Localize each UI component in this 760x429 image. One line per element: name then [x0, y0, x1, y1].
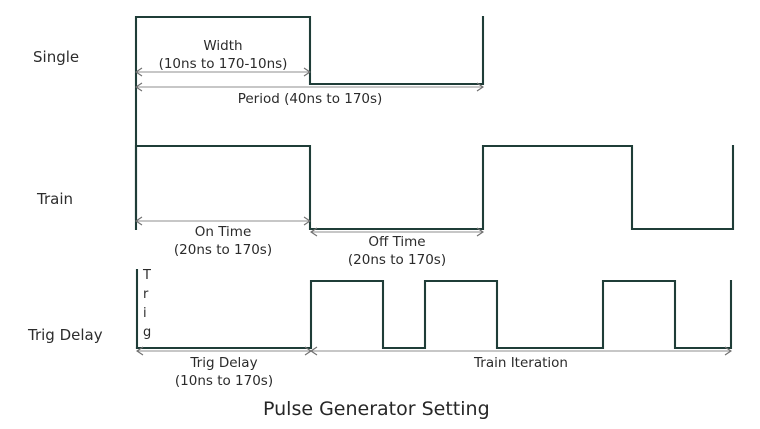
dim-trig-delay-line1: Trig Delay	[190, 355, 258, 371]
dim-on-time-line1: On Time	[194, 224, 252, 240]
trig-delay-waveform	[135, 268, 733, 350]
single-period-dimension	[135, 82, 484, 92]
trig-marker-letter-i: i	[143, 306, 147, 321]
dim-off-time-line2: (20ns to 170s)	[347, 252, 447, 268]
row-label-single: Single	[33, 48, 80, 66]
train-on-time-dimension	[135, 216, 311, 226]
figure-caption: Pulse Generator Setting	[263, 398, 490, 420]
dim-width-line2: (10ns to 170-10ns)	[158, 56, 288, 72]
dim-train-iteration-line1: Train Iteration	[474, 355, 568, 371]
dim-on-time-line2: (20ns to 170s)	[173, 242, 273, 258]
row-label-train: Train	[37, 190, 73, 208]
row-label-trig-delay: Trig Delay	[28, 326, 103, 344]
trig-marker-letter-r: r	[143, 287, 149, 302]
trig-marker-letter-g: g	[143, 325, 152, 340]
single-waveform	[134, 15, 485, 221]
dim-width-line1: Width	[203, 38, 243, 54]
dim-period-line1: Period (40ns to 170s)	[237, 91, 383, 107]
train-iteration-dimension	[310, 346, 732, 356]
dim-off-time-line1: Off Time	[368, 234, 426, 250]
train-off-time-dimension	[310, 227, 484, 237]
dim-trig-delay-line2: (10ns to 170s)	[174, 373, 274, 389]
train-waveform	[134, 144, 735, 231]
single-width-dimension	[135, 67, 311, 77]
trig-marker-label: T r i g	[143, 266, 151, 342]
trig-marker-letter-t: T	[143, 268, 151, 283]
